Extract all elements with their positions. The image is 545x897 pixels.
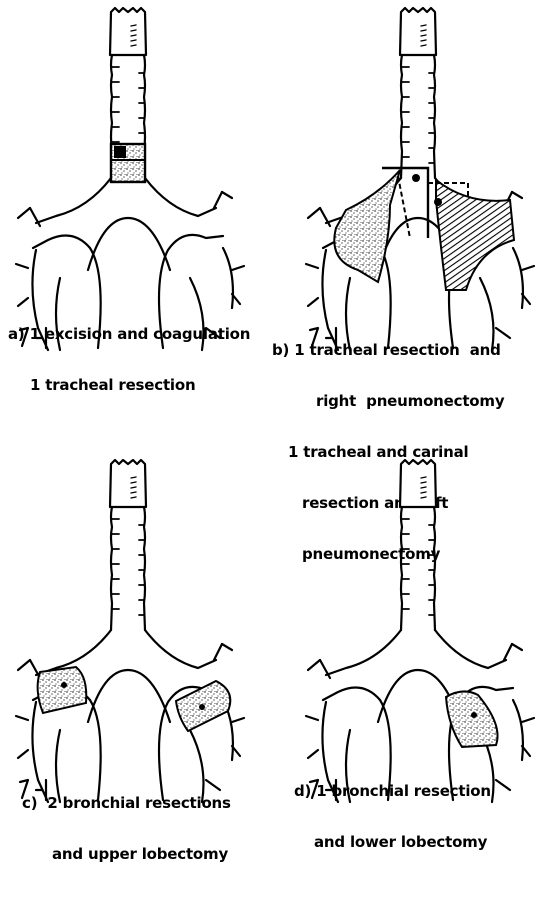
branch-tick: [232, 266, 244, 270]
branch-tick: [306, 264, 318, 268]
branch-tick: [18, 750, 28, 758]
lesion-dot: [199, 704, 205, 710]
larynx-mark: [421, 487, 426, 488]
right-lung-removed: [334, 170, 400, 282]
caption-b-line-1: b) 1 tracheal resection and: [272, 342, 504, 359]
larynx-mark: [421, 477, 426, 478]
caption-a-line-2: 1 tracheal resection: [8, 377, 250, 394]
larynx-cap: [400, 8, 436, 55]
larynx-mark: [421, 492, 426, 493]
caption-c: c) 2 bronchial resections and upper lobe…: [22, 761, 231, 897]
branch-tick: [16, 716, 28, 720]
branch-tick: [18, 660, 30, 670]
right-bronchus-outer: [145, 630, 216, 668]
branch-tick: [522, 718, 534, 722]
lesion-dot: [61, 682, 67, 688]
trachea-left-wall: [401, 507, 402, 630]
larynx-mark: [421, 35, 426, 36]
branch-tick: [504, 644, 512, 660]
trachea-left-wall: [401, 55, 402, 178]
larynx-mark: [421, 40, 426, 41]
caption-a: a) 1 excision and coagulation 1 tracheal…: [8, 292, 250, 428]
branch-tick: [512, 192, 522, 198]
branch-tick: [496, 780, 510, 790]
larynx-mark: [421, 482, 426, 483]
larynx-cap: [110, 8, 146, 55]
airway-diagram-d: [272, 415, 545, 745]
carina-arch: [88, 218, 170, 270]
trachea-left-wall: [111, 507, 112, 630]
branch-tick: [222, 644, 232, 650]
panel-b: b) 1 tracheal resection and right pneumo…: [272, 0, 545, 420]
larynx-mark: [131, 45, 136, 46]
right-lower-lobe-resected: [446, 691, 498, 747]
airway-diagram-c: [0, 415, 272, 745]
branch-tick: [512, 644, 522, 650]
larynx-cap: [400, 460, 436, 507]
caption-a-line-1: a) 1 excision and coagulation: [8, 326, 250, 343]
right-lower-outer: [513, 248, 523, 308]
larynx-mark: [131, 492, 136, 493]
larynx-mark: [131, 477, 136, 478]
left-upper-lobe-resected: [38, 667, 87, 713]
airway-outline: [306, 8, 534, 350]
larynx-mark: [421, 30, 426, 31]
panel-d: d) 1 bronchial resection and lower lobec…: [272, 415, 545, 806]
branch-tick: [214, 192, 222, 208]
branch-tick: [308, 660, 320, 670]
caption-d-line-1: d) 1 bronchial resection: [294, 783, 491, 800]
right-bronchus-outer: [435, 630, 506, 668]
larynx-mark: [131, 497, 136, 498]
lesion-dot: [434, 198, 442, 206]
branch-tick: [308, 298, 318, 306]
caption-c-line-1: c) 2 bronchial resections: [22, 795, 231, 812]
branch-tick: [222, 192, 232, 198]
larynx-mark: [131, 40, 136, 41]
caption-b-line-2: right pneumonectomy: [272, 393, 504, 410]
lesion-mark: [114, 146, 126, 158]
airway-diagram-a: [0, 0, 272, 290]
lesion-dot: [412, 174, 420, 182]
branch-tick: [306, 716, 318, 720]
airway-outline: [16, 460, 244, 802]
branch-tick: [214, 644, 222, 660]
caption-d-line-2: and lower lobectomy: [294, 834, 491, 851]
branch-tick: [18, 208, 30, 218]
larynx-mark: [421, 25, 426, 26]
carina-arch: [88, 670, 170, 722]
larynx-mark: [131, 30, 136, 31]
right-lower-outer: [513, 700, 523, 760]
branch-tick: [232, 718, 244, 722]
larynx-mark: [131, 25, 136, 26]
lesion-dot: [471, 712, 477, 718]
branch-tick: [308, 208, 320, 218]
larynx-mark: [131, 487, 136, 488]
left-lung-removed: [436, 180, 514, 290]
larynx-mark: [421, 45, 426, 46]
panel-c: c) 2 bronchial resections and upper lobe…: [0, 415, 272, 806]
branch-tick: [522, 266, 534, 270]
caption-c-line-2: and upper lobectomy: [22, 846, 231, 863]
panel-a: a) 1 excision and coagulation 1 tracheal…: [0, 0, 272, 400]
larynx-mark: [131, 35, 136, 36]
larynx-cap: [110, 460, 146, 507]
branch-tick: [16, 264, 28, 268]
larynx-mark: [131, 482, 136, 483]
caption-d: d) 1 bronchial resection and lower lobec…: [294, 749, 491, 885]
right-bronchus-outer: [145, 178, 216, 216]
larynx-mark: [421, 497, 426, 498]
airway-diagram-b: [272, 0, 545, 300]
left-bronchus-outer: [36, 178, 111, 223]
left-bronchus-outer: [326, 630, 401, 675]
